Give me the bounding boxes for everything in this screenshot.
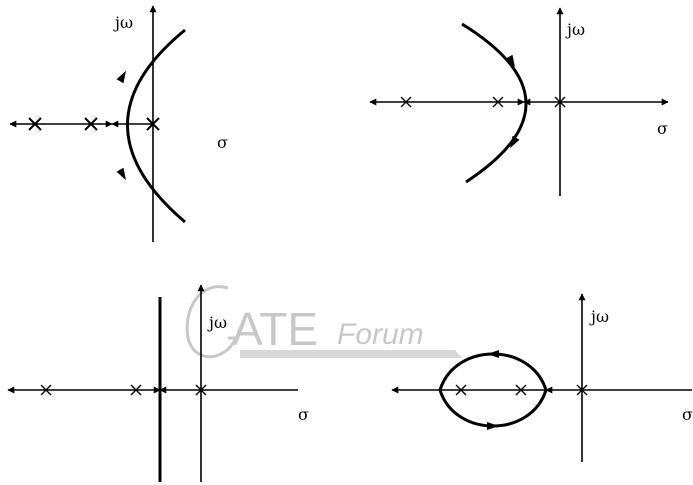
pole-x-icon xyxy=(576,384,588,396)
watermark-g-glyph xyxy=(185,285,239,359)
direction-arrow-icon xyxy=(505,54,515,68)
pole-x-icon xyxy=(40,384,52,396)
direction-arrow-icon xyxy=(487,350,499,358)
watermark-suffix: Forum xyxy=(337,318,424,351)
imag-axis-label: jω xyxy=(565,20,585,39)
pole-x-icon xyxy=(146,117,160,131)
direction-arrow-icon xyxy=(510,135,520,149)
gate-forum-watermark: ATE Forum xyxy=(185,285,462,359)
real-axis-label: σ xyxy=(298,405,309,424)
real-axis-label: σ xyxy=(682,405,693,424)
pole-x-icon xyxy=(400,96,412,108)
pole-x-icon xyxy=(554,96,566,108)
imag-axis-label: jω xyxy=(207,313,227,332)
root-locus-upper-arc xyxy=(438,352,548,391)
direction-arrow-icon xyxy=(116,167,126,181)
pole-x-icon xyxy=(515,384,527,396)
diagram-b: jω σ xyxy=(369,7,669,196)
diagram-a: jω σ xyxy=(9,5,228,242)
imag-axis-label: jω xyxy=(589,307,609,326)
watermark-brand: ATE xyxy=(232,303,318,355)
imag-axis-label: jω xyxy=(113,13,133,32)
root-locus-branch xyxy=(461,22,528,184)
watermark-swoosh xyxy=(240,350,462,358)
pole-x-icon xyxy=(195,384,207,396)
root-locus-branch xyxy=(126,28,186,224)
pole-x-icon xyxy=(28,117,42,131)
pole-x-icon xyxy=(492,96,504,108)
diagram-c: jω σ xyxy=(7,284,309,482)
direction-arrow-icon xyxy=(487,422,499,430)
diagram-d: jω σ xyxy=(391,293,693,462)
root-locus-lower-arc xyxy=(438,389,548,428)
real-axis-label: σ xyxy=(657,119,668,138)
pole-x-icon xyxy=(130,384,142,396)
real-axis-label: σ xyxy=(217,133,228,152)
pole-x-icon xyxy=(455,384,467,396)
direction-arrow-icon xyxy=(116,70,126,84)
pole-x-icon xyxy=(84,117,98,131)
